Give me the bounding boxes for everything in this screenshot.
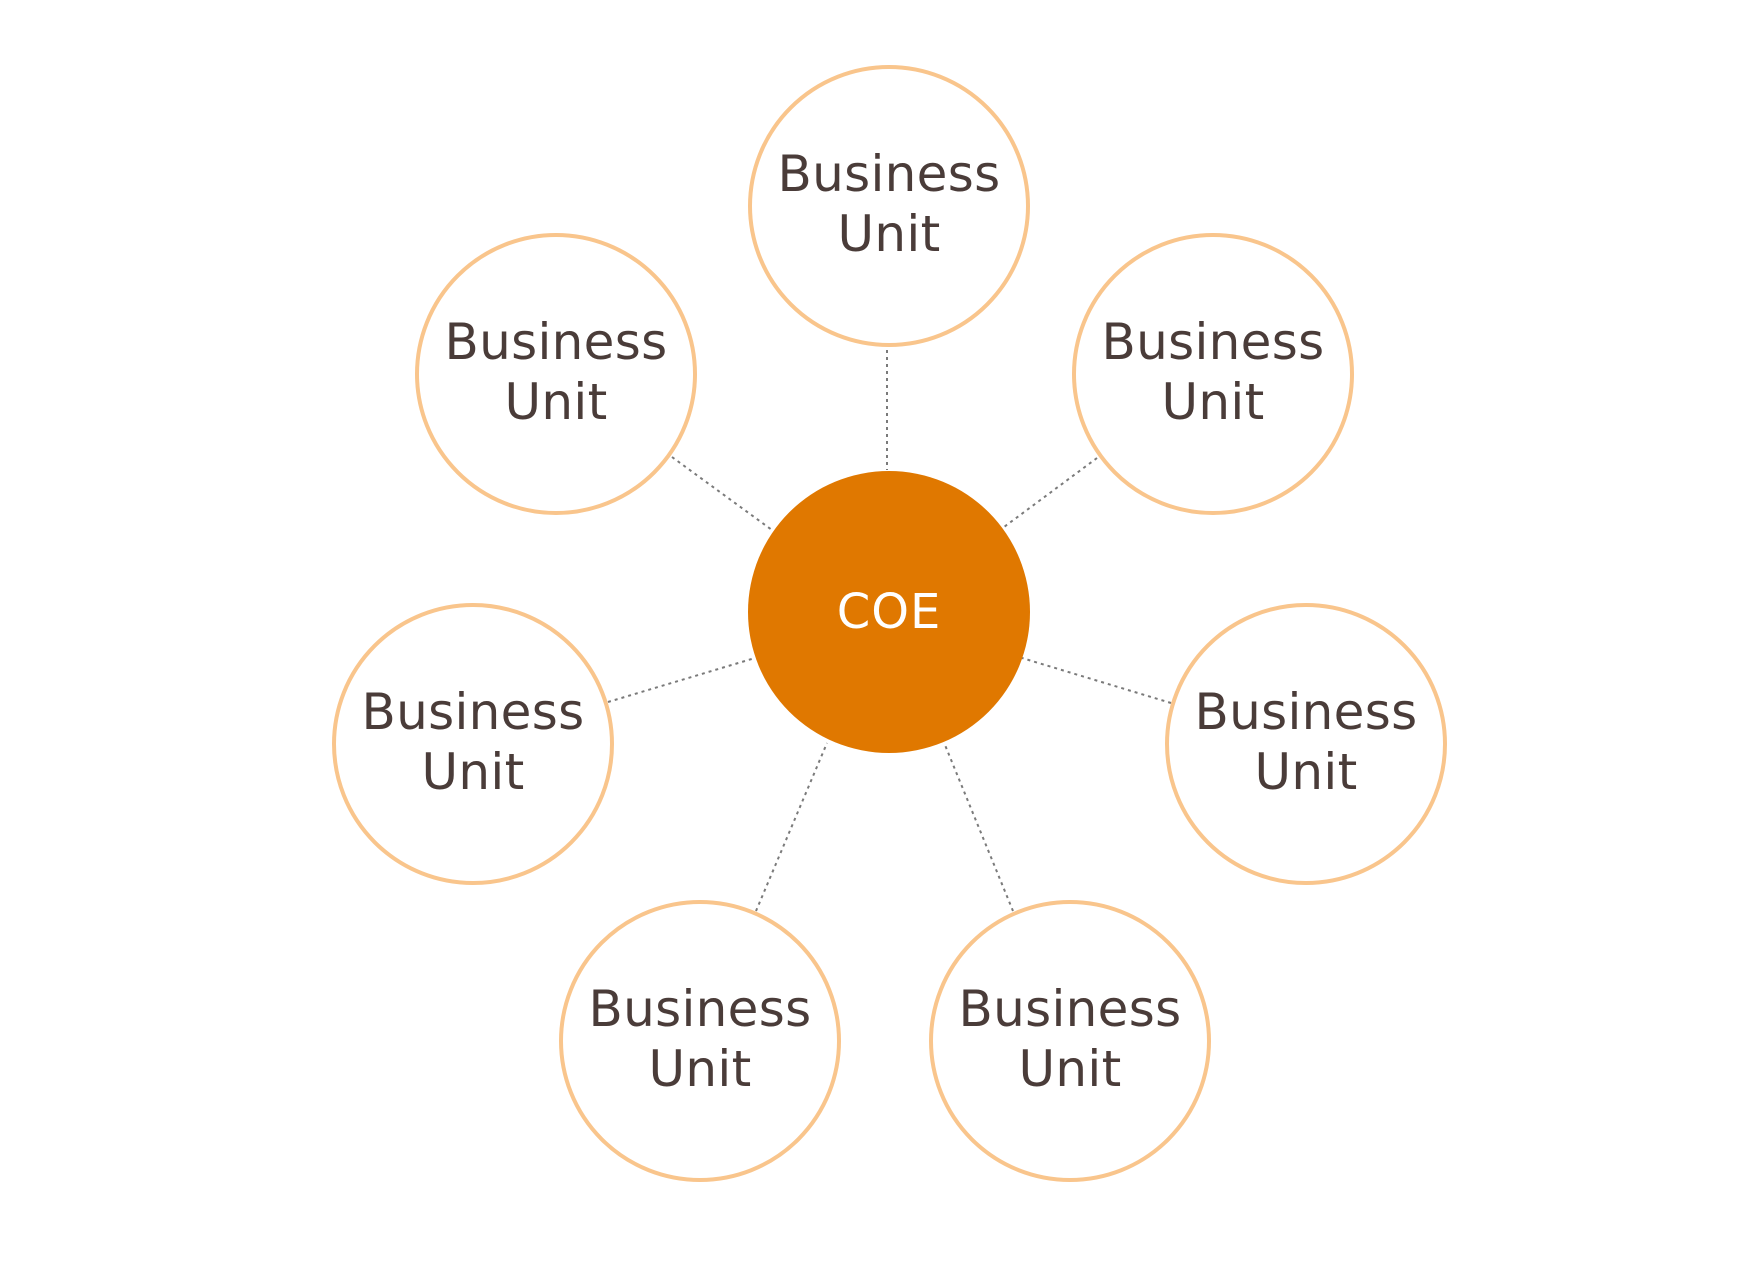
business-unit-label: Business Unit [1101, 313, 1325, 431]
connector-line-3 [1021, 657, 1172, 704]
connector-line-2 [1003, 457, 1098, 528]
connector-line-4 [944, 744, 1014, 912]
business-unit-node: Business Unit [415, 233, 697, 515]
connector-line-6 [607, 657, 756, 703]
business-unit-node: Business Unit [1165, 603, 1447, 885]
coe-hub-label: COE [836, 584, 942, 640]
business-unit-node: Business Unit [929, 900, 1211, 1182]
business-unit-node: Business Unit [748, 65, 1030, 347]
business-unit-node: Business Unit [559, 900, 841, 1182]
business-unit-label: Business Unit [1194, 683, 1418, 801]
business-unit-node: Business Unit [332, 603, 614, 885]
business-unit-label: Business Unit [361, 683, 585, 801]
connector-line-5 [755, 742, 828, 912]
business-unit-label: Business Unit [958, 980, 1182, 1098]
coe-hub-node: COE [748, 471, 1030, 753]
business-unit-label: Business Unit [588, 980, 812, 1098]
business-unit-label: Business Unit [777, 145, 1001, 263]
business-unit-node: Business Unit [1072, 233, 1354, 515]
connector-line-7 [671, 456, 773, 531]
business-unit-label: Business Unit [444, 313, 668, 431]
